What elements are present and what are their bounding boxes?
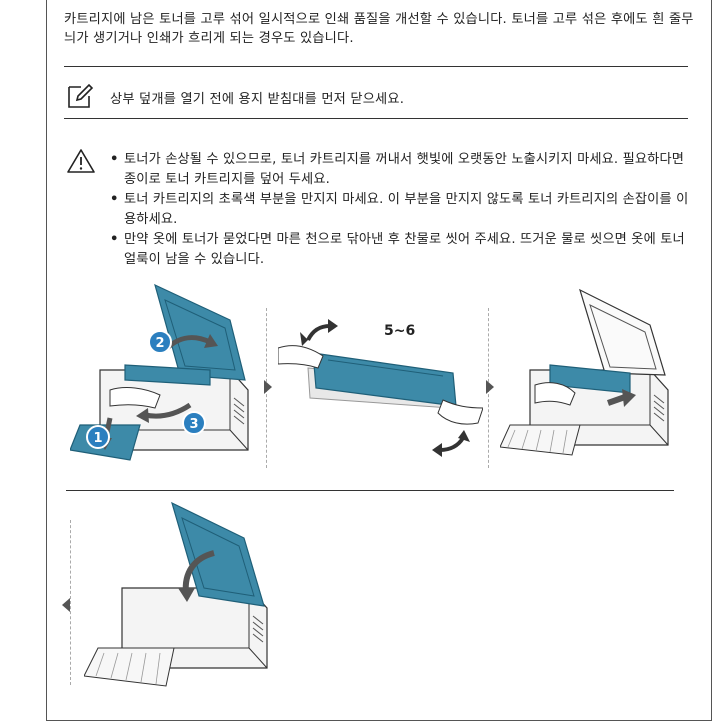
- warning-item: 토너 카트리지의 초록색 부분을 만지지 마세요. 이 부분을 만지지 않도록 …: [106, 190, 690, 230]
- svg-text:2: 2: [155, 336, 164, 351]
- note-text: 상부 덮개를 열기 전에 용지 받침대를 먼저 닫으세요.: [110, 92, 405, 107]
- warning-item: 만약 옷에 토너가 묻었다면 마른 천으로 닦아낸 후 찬물로 씻어 주세요. …: [106, 230, 690, 270]
- caution-triangle-icon: [67, 149, 95, 173]
- warning-item: 토너가 손상될 수 있으므로, 토너 카트리지를 꺼내서 햇빛에 오랫동안 노출…: [106, 150, 690, 190]
- insert-cartridge-illustration: [500, 288, 669, 456]
- page-frame: [46, 0, 712, 721]
- step-divider: [70, 520, 71, 685]
- step-arrow-left-icon: [62, 598, 70, 612]
- note-pencil-icon: [68, 83, 94, 108]
- step-open-cover-illustration: 1 2 3: [70, 283, 249, 461]
- intro-paragraph: 카트리지에 남은 토너를 고루 섞어 일시적으로 인쇄 품질을 개선할 수 있습…: [64, 12, 694, 46]
- step-arrow-right-icon: [486, 380, 494, 394]
- divider-note: [64, 118, 688, 119]
- svg-text:1: 1: [93, 431, 102, 446]
- step-arrow-right-icon: [264, 380, 272, 394]
- close-cover-illustration: [84, 501, 268, 687]
- step-badge-2: 2: [148, 330, 172, 354]
- warning-list: 토너가 손상될 수 있으므로, 토너 카트리지를 꺼내서 햇빛에 오랫동안 노출…: [106, 150, 690, 270]
- svg-text:3: 3: [189, 417, 198, 432]
- divider-bottom: [66, 490, 674, 491]
- shake-count-label: 5~6: [384, 323, 416, 339]
- step-badge-1: 1: [86, 425, 110, 449]
- step-badge-3: 3: [182, 411, 206, 435]
- divider-top: [64, 66, 688, 67]
- shake-cartridge-illustration: [278, 319, 483, 457]
